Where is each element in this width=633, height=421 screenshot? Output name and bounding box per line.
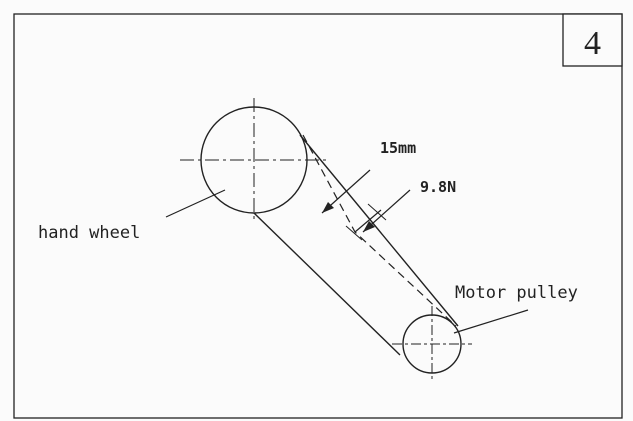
deflection-tick-top (367, 203, 387, 221)
deflection-arrow-head (322, 202, 334, 213)
hand-wheel-leader (165, 189, 226, 218)
deflection-label: 15mm (380, 139, 416, 157)
force-arrow-head (363, 221, 375, 232)
motor-pulley-label: Motor pulley (455, 283, 578, 303)
deflection-dimension-line (354, 209, 382, 233)
belt-lower-side (253, 212, 401, 356)
motor-pulley-leader (453, 309, 529, 334)
force-label: 9.8N (420, 178, 456, 196)
motor-pulley (392, 306, 472, 382)
belt-upper-side (299, 134, 459, 327)
deflection-tick-bottom (345, 225, 363, 241)
figure-frame (13, 13, 623, 419)
hand-wheel-label: hand wheel (38, 223, 140, 243)
hand-wheel (180, 98, 330, 222)
step-number: 4 (584, 25, 601, 62)
step-number-box (562, 13, 623, 67)
